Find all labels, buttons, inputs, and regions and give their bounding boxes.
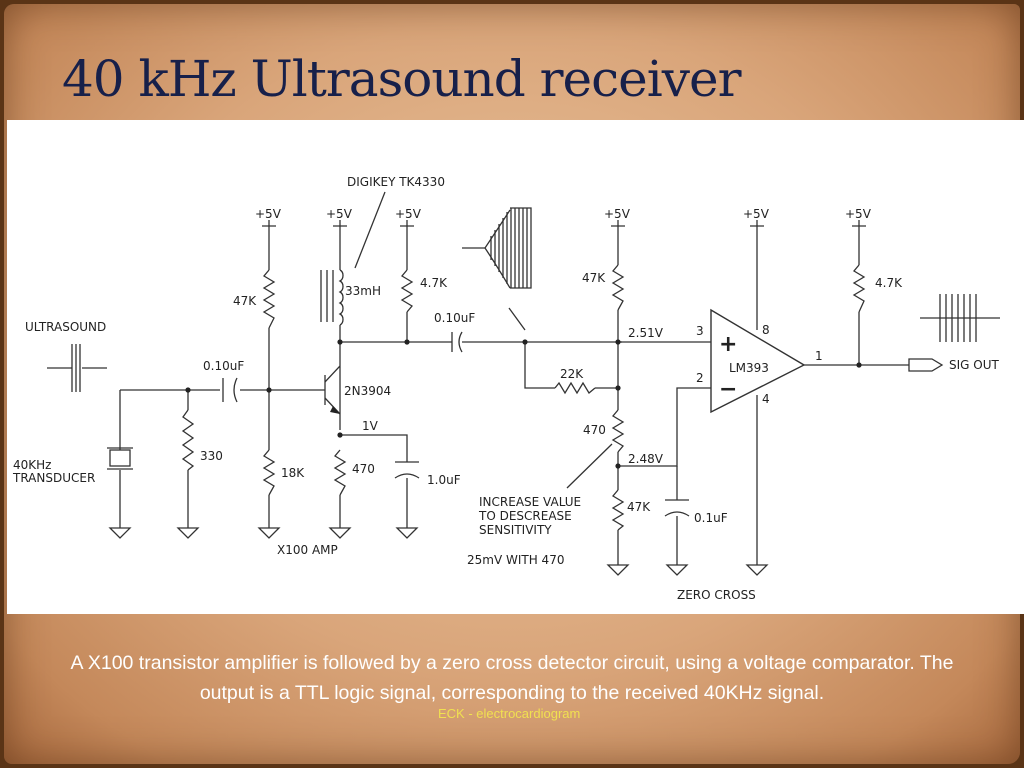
capacitors [222,331,690,517]
label-r-470-emitter: 470 [352,462,375,476]
label-sig-out: SIG OUT [949,358,999,372]
label-supply-collector: +5V [326,207,353,221]
label-pin-1: 1 [815,349,823,363]
slide-title: 40 kHz Ultrasound receiver [62,50,741,108]
sig-out-arrow [908,358,944,372]
label-r-470-divider: 470 [583,423,606,437]
label-c-01uf: 0.1uF [694,511,728,525]
resistor-330 [181,409,195,471]
leader-lines [354,191,613,489]
label-c-coupling: 0.10uF [434,311,475,325]
resistor-22k [554,381,596,395]
label-r-47k-bottom: 47K [627,500,651,514]
label-minus-input: − [719,377,737,402]
label-supply-pullup: +5V [845,207,872,221]
label-v-251: 2.51V [628,326,664,340]
circuit-svg: DIGIKEY TK4330 +5V +5V +5V +5V +5V +5V U… [12,175,1000,602]
label-sensitivity-line3: SENSITIVITY [479,523,552,537]
wires [119,220,909,565]
capacitor-coupling [451,331,463,353]
slide-caption: A X100 transistor amplifier is followed … [70,652,954,704]
resistor-470-divider [611,409,625,453]
label-pin-8: 8 [762,323,770,337]
resistor-47k-bias [262,269,276,329]
ground-symbols [108,527,769,576]
diagram-labels: DIGIKEY TK4330 +5V +5V +5V +5V +5V +5V U… [12,175,999,602]
label-sensitivity-line1: INCREASE VALUE [479,495,581,509]
label-r-4k7-pullup: 4.7K [875,276,903,290]
capacitor-input [222,377,238,403]
watermark-text: ECK - electrocardiogram [438,706,581,721]
label-digikey: DIGIKEY TK4330 [347,175,445,189]
resistors [181,264,866,531]
label-r-22k: 22K [560,367,584,381]
inductor-33mh [320,269,344,326]
junctions [185,339,862,469]
label-r-47k-top: 47K [582,271,606,285]
label-pin-3: 3 [696,324,704,338]
capacitor-1uf [394,461,420,479]
label-pin-4: 4 [762,392,770,406]
label-r-18k: 18K [281,466,305,480]
label-plus-input: + [719,332,737,357]
label-zero-cross: ZERO CROSS [677,588,756,602]
label-sensitivity-line2: TO DESCREASE [478,509,572,523]
label-transducer-line2: TRANSDUCER [12,471,95,485]
label-mv-note: 25mV WITH 470 [467,553,564,567]
comparator-lm393 [710,308,806,414]
label-v-248: 2.48V [628,452,664,466]
ultrasound-wave-symbol [47,344,107,392]
label-pin-2: 2 [696,371,704,385]
label-r-330: 330 [200,449,223,463]
transistor-2n3904 [330,406,340,414]
label-comparator: LM393 [729,361,769,375]
label-c-1uf: 1.0uF [427,473,461,487]
label-transducer-line1: 40KHz [13,458,51,472]
label-c-input: 0.10uF [203,359,244,373]
resistor-47k-top [611,264,625,311]
label-v-1v: 1V [362,419,379,433]
resistor-47k-bottom [611,489,625,531]
label-r-4k7-collector: 4.7K [420,276,448,290]
label-supply-load: +5V [395,207,422,221]
resistor-4k7-collector [400,269,414,313]
resistor-470-emitter [333,449,347,496]
label-supply-bias: +5V [255,207,282,221]
label-amp: X100 AMP [277,543,338,557]
label-supply-divider: +5V [604,207,631,221]
resistor-18k [262,449,276,496]
resistor-4k7-pullup [852,264,866,313]
label-transistor: 2N3904 [344,384,391,398]
capacitor-01uf [664,499,690,517]
label-ultrasound: ULTRASOUND [25,320,106,334]
label-supply-comparator: +5V [743,207,770,221]
burst-waveform-symbol [462,207,532,331]
circuit-diagram: DIGIKEY TK4330 +5V +5V +5V +5V +5V +5V U… [7,120,1024,614]
label-r-47k-bias: 47K [233,294,257,308]
transducer-symbol [107,447,133,470]
output-burst-symbol [920,294,1000,342]
label-l-33mh: 33mH [345,284,381,298]
